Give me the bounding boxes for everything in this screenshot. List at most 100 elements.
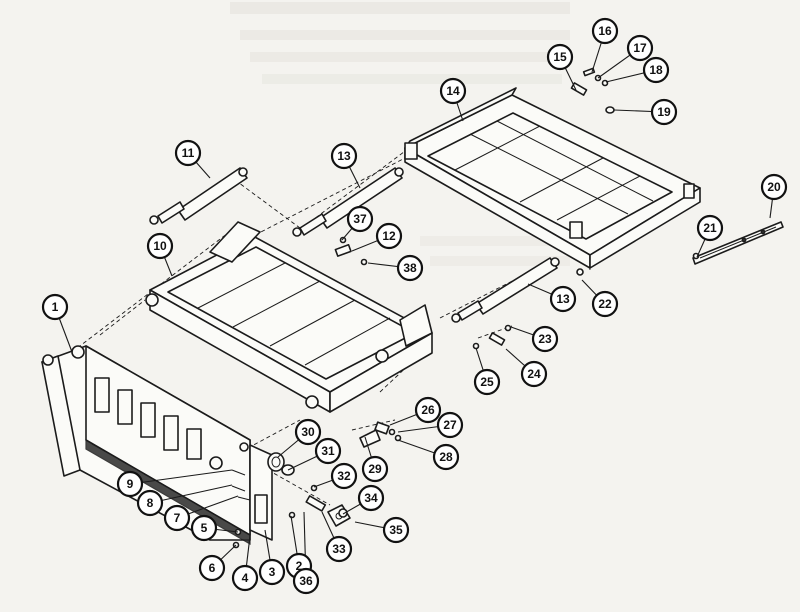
callout-35: 35 [382,516,410,544]
hardware-30-36 [267,452,351,527]
callout-label: 28 [439,450,453,464]
callouts: 1234567891011121313141516171819202122232… [41,17,788,595]
callout-1: 1 [41,293,69,321]
callout-20: 20 [760,173,788,201]
strut-part-13-upper [292,167,404,237]
callout-circle [414,396,442,424]
callout-circle [292,567,320,595]
callout-36: 36 [292,567,320,595]
callout-12: 12 [375,222,403,250]
callout-label: 21 [703,221,717,235]
callout-circle [136,489,164,517]
callout-29: 29 [361,455,389,483]
bleed-through-text [230,2,570,266]
callout-label: 23 [538,332,552,346]
callout-11: 11 [174,139,202,167]
callout-label: 4 [242,571,249,585]
callout-circle [650,98,678,126]
callout-label: 35 [389,523,403,537]
callout-label: 36 [299,574,313,588]
callout-label: 3 [269,565,276,579]
callout-label: 1 [52,300,59,314]
base-frame-part-1 [41,345,273,546]
callout-13: 13 [330,142,358,170]
callout-label: 11 [182,146,195,160]
callout-circle [375,222,403,250]
callout-label: 24 [527,367,541,381]
callout-15: 15 [546,43,574,71]
callout-label: 13 [556,292,570,306]
callout-circle [520,360,548,388]
callout-label: 12 [382,229,396,243]
callout-label: 5 [201,521,208,535]
callout-label: 18 [649,63,663,77]
callout-16: 16 [591,17,619,45]
callout-circle [382,516,410,544]
callout-23: 23 [531,325,559,353]
callout-7: 7 [163,504,191,532]
callout-label: 29 [368,462,382,476]
callout-label: 7 [174,511,181,525]
callout-circle [163,504,191,532]
callout-21: 21 [696,214,724,242]
callout-circle [330,462,358,490]
callout-28: 28 [432,443,460,471]
callout-label: 31 [321,444,335,458]
callout-label: 2 [296,559,303,573]
callout-17: 17 [626,34,654,62]
callout-label: 10 [153,239,167,253]
callout-label: 38 [403,261,417,275]
callout-circle [41,293,69,321]
callout-label: 8 [147,496,154,510]
rail-part-20 [692,221,784,265]
callout-circle [294,418,322,446]
callout-circle [696,214,724,242]
callout-10: 10 [146,232,174,260]
callout-label: 33 [332,542,346,556]
hardware-12-37-38 [334,236,368,266]
callout-circle [231,564,259,592]
frame-part-10 [145,221,433,413]
callout-label: 19 [657,105,671,119]
callout-3: 3 [258,558,286,586]
callout-circle [146,232,174,260]
callout-5: 5 [190,514,218,542]
callout-26: 26 [414,396,442,424]
callout-label: 26 [421,403,435,417]
callout-4: 4 [231,564,259,592]
callout-circle [546,43,574,71]
hardware-15-19 [570,67,615,114]
callout-label: 9 [127,477,134,491]
callout-label: 20 [767,180,781,194]
callout-label: 6 [209,561,216,575]
callout-label: 30 [301,425,315,439]
callout-circle [436,411,464,439]
callout-label: 13 [337,149,351,163]
callout-circle [642,56,670,84]
callout-6: 6 [198,554,226,582]
callout-38: 38 [396,254,424,282]
callout-9: 9 [116,470,144,498]
hardware-21-22 [576,252,700,276]
strut-part-13-lower [451,257,560,323]
callout-30: 30 [294,418,322,446]
callout-circle [116,470,144,498]
hardware-23-25 [472,324,512,350]
callout-32: 32 [330,462,358,490]
callout-25: 25 [473,368,501,396]
callout-13: 13 [549,285,577,313]
callout-37: 37 [346,205,374,233]
callout-label: 37 [353,212,367,226]
callout-label: 27 [443,418,457,432]
hardware-26-29 [359,421,402,448]
strut-part-11 [149,167,248,225]
callout-circle [346,205,374,233]
callout-circle [432,443,460,471]
callout-circle [258,558,286,586]
callout-circle [591,290,619,318]
callout-circle [174,139,202,167]
callout-circle [357,484,385,512]
callout-circle [473,368,501,396]
hardware-2-9 [231,469,251,549]
callout-circle [330,142,358,170]
